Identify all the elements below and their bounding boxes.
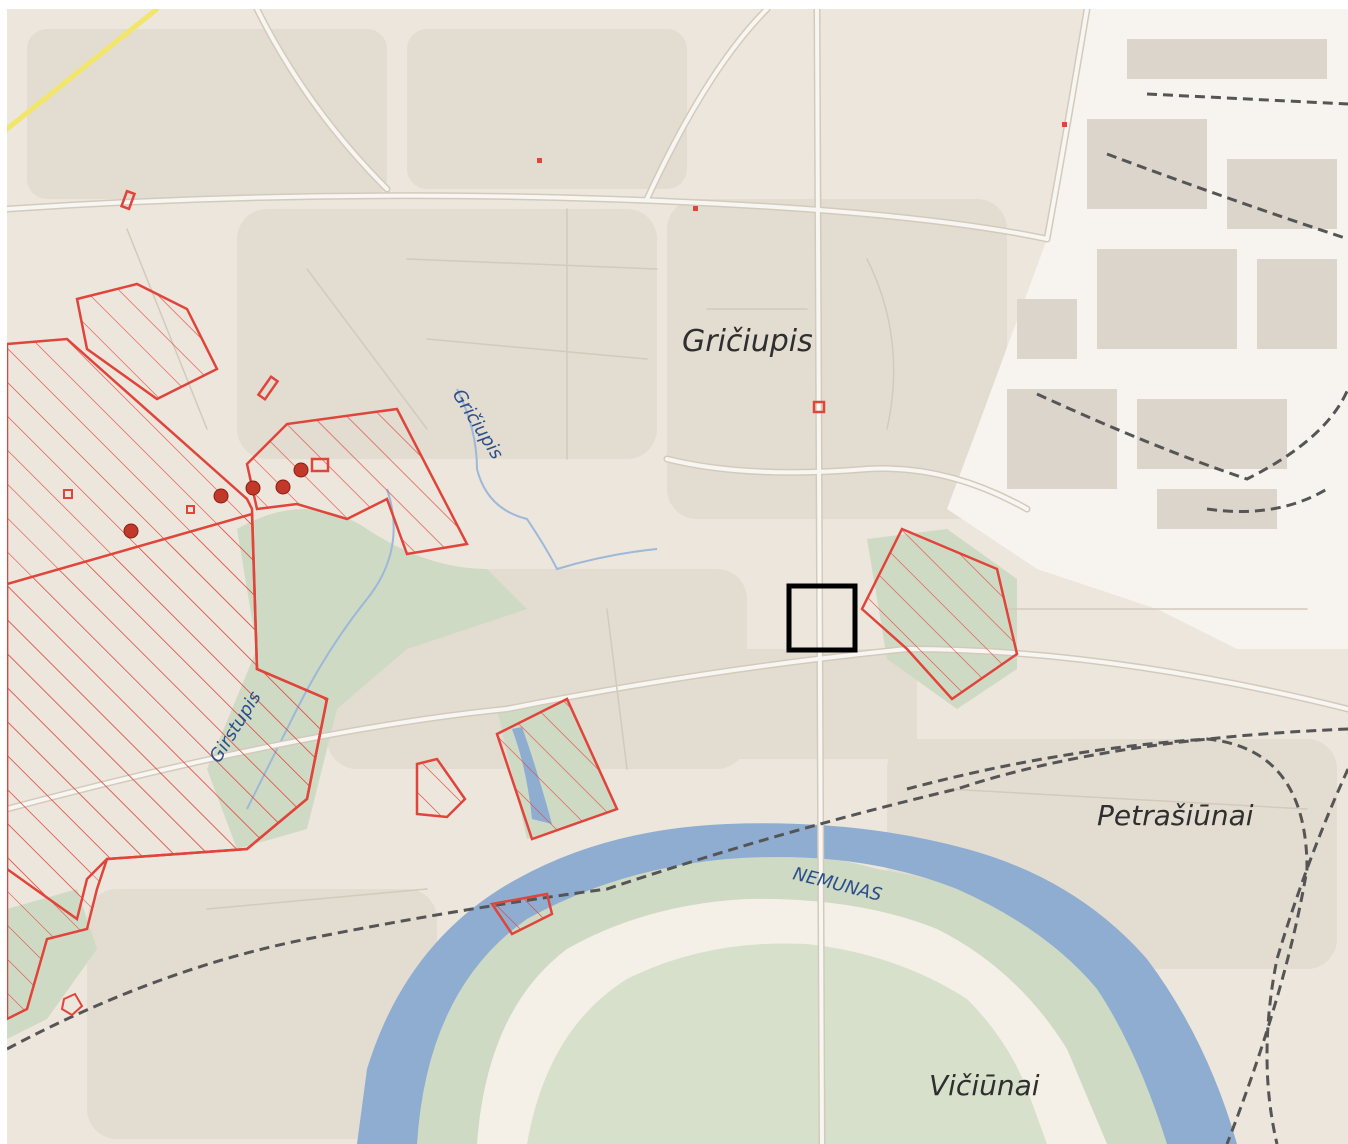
protected-area-center-north[interactable] (245, 407, 469, 556)
protected-area-riverbank[interactable] (489, 892, 554, 936)
protected-marker-j[interactable] (310, 457, 330, 473)
selection-square[interactable] (786, 583, 858, 653)
protected-marker-c[interactable] (812, 400, 826, 414)
label-viciunai: Vičiūnai (929, 1069, 1040, 1102)
point-marker-4[interactable] (275, 479, 291, 495)
griciupis-stream (456, 388, 658, 571)
protected-marker-b[interactable] (256, 374, 280, 402)
protected-marker-h[interactable] (186, 505, 195, 514)
protected-marker-a[interactable] (119, 189, 137, 211)
river-island-green (527, 943, 1047, 1144)
railway-lines (7, 92, 1348, 1144)
protected-marker-e[interactable] (693, 206, 698, 211)
point-markers[interactable] (123, 462, 309, 539)
protected-area-east[interactable] (860, 527, 1019, 701)
point-marker-1[interactable] (123, 523, 139, 539)
protected-marker-i[interactable] (60, 992, 84, 1017)
protected-areas[interactable] (7, 122, 1067, 1021)
protected-area-west-lower[interactable] (7, 512, 329, 1021)
industrial-buildings (1007, 39, 1337, 529)
point-marker-2[interactable] (213, 488, 229, 504)
label-griciupis-district: Gričiupis (682, 324, 813, 359)
point-marker-3[interactable] (245, 480, 261, 496)
protected-area-northwest[interactable] (75, 282, 219, 401)
protected-marker-g[interactable] (63, 489, 73, 499)
map-canvas[interactable]: Gričiupis Petrašiūnai Vičiūnai Gričiupis… (7, 9, 1348, 1144)
nemunas-river (357, 823, 1237, 1144)
protected-area-pond[interactable] (495, 697, 619, 841)
point-marker-5[interactable] (293, 462, 309, 478)
road-network (7, 9, 1348, 1144)
protected-area-small-1[interactable] (415, 757, 467, 819)
map-view[interactable]: Gričiupis Petrašiūnai Vičiūnai Gričiupis… (7, 9, 1348, 1144)
protected-marker-f[interactable] (1062, 122, 1067, 127)
label-petrasiunai: Petrašiūnai (1097, 799, 1254, 832)
protected-marker-d[interactable] (537, 158, 542, 163)
